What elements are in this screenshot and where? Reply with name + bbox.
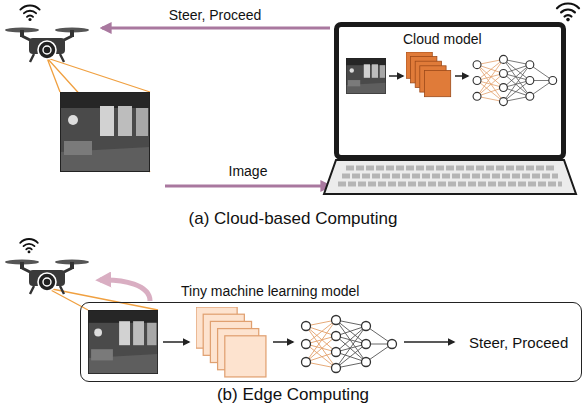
flow-arrow	[455, 75, 468, 77]
laptop-base	[324, 160, 576, 194]
subfigure-caption: (b) Edge Computing	[0, 385, 586, 405]
drone-icon	[5, 259, 89, 294]
camera-image	[88, 310, 158, 374]
keyboard-row	[342, 174, 558, 179]
laptop-screen: Cloud model	[334, 22, 566, 160]
keyboard-row	[346, 166, 554, 171]
arrow-label: Image	[198, 163, 298, 179]
command-arrow	[102, 27, 330, 30]
flow-arrow	[389, 75, 403, 77]
neural-network	[473, 55, 557, 105]
output-text: Steer, Proceed	[469, 334, 568, 351]
control-arrow	[100, 280, 150, 301]
camera-view-lines	[47, 58, 150, 172]
flow-arrow	[273, 341, 293, 343]
subfigure-caption: (a) Cloud-based Computing	[0, 209, 586, 229]
conv-layers	[196, 307, 266, 377]
flow-arrow	[404, 341, 454, 343]
screen-ground	[336, 24, 564, 158]
image-arrow	[165, 185, 330, 188]
box-heading: Tiny machine learning model	[181, 283, 359, 299]
keyboard-row	[338, 182, 562, 187]
flow-arrow	[163, 341, 189, 343]
wifi-icon	[20, 5, 39, 21]
arrow-label: Steer, Proceed	[140, 7, 290, 23]
input-image	[346, 58, 386, 94]
wifi-icon	[557, 4, 579, 22]
wifi-icon	[20, 239, 38, 253]
neural-network	[302, 316, 397, 373]
conv-layers	[406, 52, 451, 97]
model-title: Cloud model	[403, 31, 482, 47]
camera-image	[60, 92, 150, 172]
drone-icon	[5, 27, 89, 62]
model-box: Tiny machine learning modelSteer, Procee…	[80, 302, 582, 382]
